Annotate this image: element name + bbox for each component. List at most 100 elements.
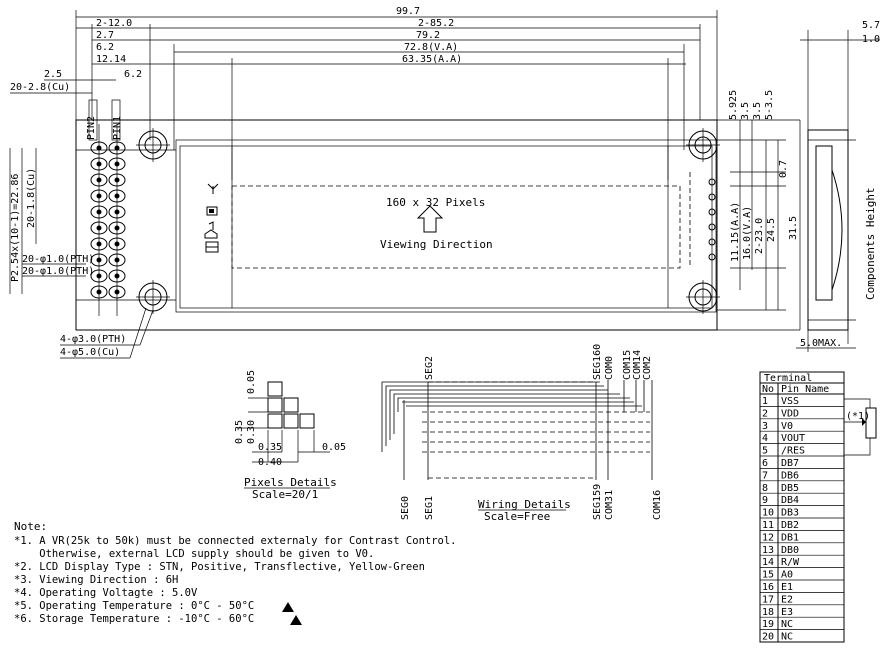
note-line-7: *6. Storage Temperature : -10°C - 60°C	[14, 613, 254, 625]
components-height-label: Components Height	[864, 187, 877, 300]
terminal-pin-number: 14	[762, 557, 774, 568]
potentiometer-symbol: (*1)	[844, 398, 877, 456]
dim-5-max: 5.0MAX.	[800, 338, 842, 349]
dim-3-5: 3.5	[740, 102, 751, 120]
note-line-4: *3. Viewing Direction : 6H	[14, 574, 178, 586]
status-icons	[204, 183, 219, 253]
terminal-pin-number: 8	[762, 483, 768, 494]
dim-16-0: 16.0(V.A)	[742, 206, 753, 260]
terminal-pin-number: 19	[762, 619, 774, 630]
hd-icon	[205, 241, 219, 253]
terminal-pin-number: 17	[762, 594, 774, 605]
wiring-details: SEG2 SEG160 COM0 COM15 COM14 COM2 SEG0 S…	[381, 344, 663, 523]
terminal-pin-name: DB7	[781, 458, 799, 469]
right-dimensions: 5.925 3.5 3.5 5-3.5 0.7 11.15(A.A) 16.0(…	[717, 90, 801, 331]
note-line-2: Otherwise, external LCD supply should be…	[14, 548, 374, 560]
top-dimensions: 99.7 2-12.0 2-85.2 2.7 79.2 6.2 72.8(V.A…	[75, 6, 718, 180]
connector-pins	[88, 99, 126, 316]
terminal-pin-number: 5	[762, 446, 768, 457]
dim-12-14: 12.14	[96, 54, 126, 65]
terminal-pin-number: 3	[762, 421, 768, 432]
terminal-pin-number: 15	[762, 570, 774, 581]
potentiometer-note-ref: (*1)	[846, 411, 870, 422]
dim-31-5: 31.5	[788, 216, 799, 240]
wire-seg0: SEG0	[400, 496, 411, 520]
terminal-pin-name: E3	[781, 607, 793, 618]
dim-pin-pitch: P2.54x(10-1)=22.86	[10, 174, 21, 282]
wire-com31: COM31	[604, 490, 615, 520]
dim-11-15: 11.15(A.A)	[730, 202, 741, 262]
dim-2-23: 2-23.0	[754, 218, 765, 254]
dim-1-0: 1.0	[862, 34, 880, 45]
dim-5-3-5: 5-3.5	[764, 90, 775, 120]
dim-24-5: 24.5	[766, 218, 777, 242]
note-line-3: *2. LCD Display Type : STN, Positive, Tr…	[14, 561, 425, 573]
wire-seg159: SEG159	[592, 484, 603, 520]
side-view: 5.7 1.0 Components Height 5.0MAX.	[796, 20, 880, 352]
mount-hole-top-right	[686, 128, 720, 162]
px-dim-0-30: 0.30	[246, 420, 257, 444]
wire-com16: COM16	[652, 490, 663, 520]
dim-0-7: 0.7	[778, 160, 789, 178]
wire-seg160: SEG160	[592, 344, 603, 380]
dim-2-85: 2-85.2	[418, 18, 454, 29]
px-dim-0-05-h: 0.05	[322, 442, 346, 453]
warning-icon-2	[290, 615, 302, 625]
battery-icon	[206, 206, 218, 216]
wire-com0: COM0	[604, 356, 615, 380]
mount-pth-label: 4-φ3.0(PTH)	[60, 334, 126, 345]
dim-pad-cu: 20-2.8(Cu)	[10, 82, 70, 93]
dim-2-12: 2-12.0	[96, 18, 132, 29]
dim-2-7: 2.7	[96, 30, 114, 41]
mount-hole-labels: 4-φ3.0(PTH) 4-φ5.0(Cu)	[60, 307, 154, 359]
dim-active-area: 63.35(A.A)	[402, 54, 462, 65]
terminal-pin-name: DB6	[781, 470, 799, 481]
terminal-pin-name: VOUT	[781, 433, 805, 444]
pcb-board: 160 x 32 Pixels Viewing Direction	[75, 99, 720, 331]
terminal-pin-number: 16	[762, 582, 774, 593]
terminal-pin-number: 2	[762, 408, 768, 419]
terminal-pin-number: 13	[762, 545, 774, 556]
antenna-icon	[207, 183, 219, 194]
dim-5-925: 5.925	[728, 90, 739, 120]
mount-hole-bottom-right	[686, 280, 720, 314]
dim-79-2: 79.2	[416, 30, 440, 41]
wire-seg1: SEG1	[424, 496, 435, 520]
left-dimensions: 2.5 20-2.8(Cu) 6.2 PIN2 PIN1 P2.54x(10-1…	[9, 69, 142, 294]
pin2-label: PIN2	[86, 116, 97, 140]
terminal-pin-name: DB0	[781, 545, 799, 556]
wire-com14: COM14	[632, 350, 643, 380]
mount-hole-bottom-left	[136, 280, 170, 314]
terminal-title: Terminal	[764, 373, 812, 384]
display-viewing-direction: Viewing Direction	[380, 238, 493, 251]
pixel-details: 0.05 0.35 0.30 0.35 0.05 0.40 Pixels Det…	[234, 370, 346, 501]
pixel-details-scale: Scale=20/1	[252, 488, 318, 501]
notes: Note: *1. A VR(25k to 50k) must be conne…	[14, 520, 457, 625]
terminal-pin-number: 1	[762, 396, 768, 407]
dim-3-5b: 3.5	[752, 102, 763, 120]
terminal-pin-number: 4	[762, 433, 768, 444]
terminal-pin-name: DB4	[781, 495, 799, 506]
terminal-header-no: No	[762, 384, 774, 395]
dim-pad-cu-small: 20-1.8(Cu)	[26, 168, 37, 228]
wiring-scale: Scale=Free	[484, 510, 550, 523]
wire-com15: COM15	[622, 350, 633, 380]
terminal-pin-number: 7	[762, 470, 768, 481]
px-dim-0-05: 0.05	[246, 370, 257, 394]
note-line-1: *1. A VR(25k to 50k) must be connected e…	[14, 535, 457, 547]
pth-label-2: 20-φ1.0(PTH)	[22, 266, 94, 277]
right-indicators	[689, 172, 716, 268]
px-dim-0-35-h: 0.35	[258, 442, 282, 453]
note-line-5: *4. Operating Voltagte : 5.0V	[14, 587, 198, 599]
pin1-label: PIN1	[112, 116, 123, 140]
terminal-pin-number: 6	[762, 458, 768, 469]
dim-2-5: 2.5	[44, 69, 62, 80]
terminal-pin-name: E1	[781, 582, 793, 593]
dim-overall-width: 99.7	[396, 6, 420, 17]
terminal-pin-name: /RES	[781, 446, 805, 457]
wire-seg2: SEG2	[424, 356, 435, 380]
terminal-header-pin: Pin Name	[781, 384, 829, 395]
terminal-pin-name: DB3	[781, 508, 799, 519]
terminal-pin-name: V0	[781, 421, 793, 432]
